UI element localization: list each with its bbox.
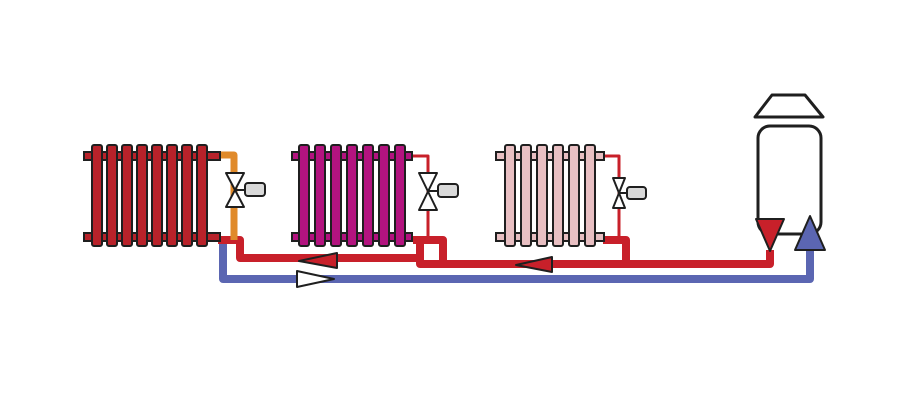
thermostatic-valve-2 [418, 172, 459, 211]
radiator-1-section [181, 144, 193, 247]
radiator-3-section [520, 144, 532, 247]
return-pipe [219, 240, 814, 283]
radiator-2-section [346, 144, 358, 247]
valve-2-actuator [437, 183, 459, 198]
boiler-body [756, 124, 823, 236]
radiator-2-section [330, 144, 342, 247]
return-flow-arrow-icon [794, 215, 826, 251]
radiator-3-section [552, 144, 564, 247]
radiator-1-section [196, 144, 208, 247]
radiator-3-bottom-header [495, 232, 605, 242]
supply-direction-arrow-icon [298, 252, 338, 269]
supply-flow-arrow-icon [755, 218, 785, 252]
supply-pipe-main [603, 236, 774, 268]
bypass-pipe-radiator-2 [408, 154, 430, 240]
thermostatic-valve-3 [612, 177, 647, 209]
boiler [753, 93, 825, 236]
radiator-2-section [378, 144, 390, 247]
thermostatic-valve-1 [225, 172, 266, 208]
radiator-2-section [362, 144, 374, 247]
radiator-3-top-header [495, 151, 605, 161]
radiator-1-section [166, 144, 178, 247]
radiator-3-section [504, 144, 516, 247]
radiator-1-section [121, 144, 133, 247]
radiator-3-section [584, 144, 596, 247]
return-direction-arrow-icon [296, 270, 335, 288]
radiator-1-section [151, 144, 163, 247]
radiator-3 [495, 144, 605, 247]
radiator-2-section [314, 144, 326, 247]
valve-1-actuator [244, 182, 266, 197]
radiator-2-section [298, 144, 310, 247]
supply-direction-arrow-icon [515, 256, 553, 273]
radiator-1 [83, 144, 221, 247]
radiator-1-section [91, 144, 103, 247]
boiler-flue-icon [753, 93, 825, 119]
radiator-2 [291, 144, 413, 247]
bypass-pipe-radiator-1 [218, 151, 238, 240]
bypass-pipe-radiator-3 [598, 154, 621, 240]
valve-3-actuator [626, 186, 647, 200]
radiator-2-section [394, 144, 406, 247]
radiator-1-section [136, 144, 148, 247]
radiator-3-section [536, 144, 548, 247]
radiator-1-section [106, 144, 118, 247]
radiator-3-section [568, 144, 580, 247]
